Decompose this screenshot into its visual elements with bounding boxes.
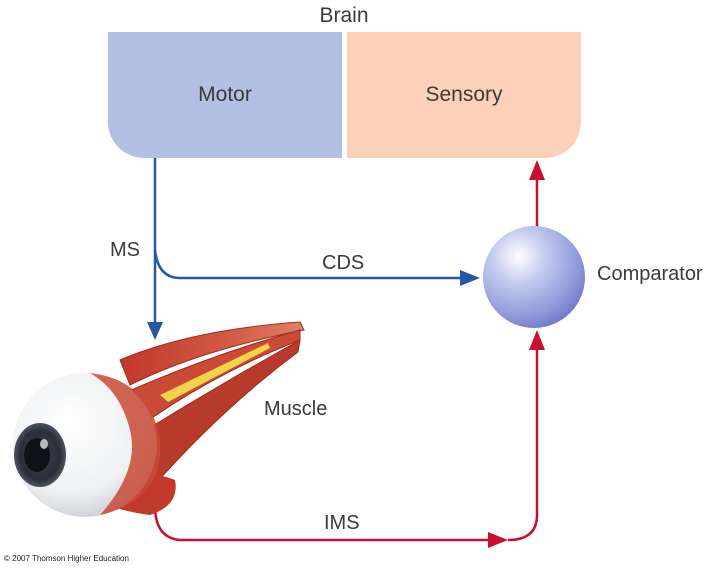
comparator-sphere (483, 226, 585, 328)
cds-arrowhead (460, 270, 480, 286)
eye-highlight (40, 439, 48, 449)
sensory-box: Sensory (347, 32, 581, 158)
comparator-label: Comparator (597, 263, 703, 285)
sensory-label: Sensory (425, 83, 503, 106)
copyright-text: © 2007 Thomson Higher Education (4, 554, 129, 563)
muscle-tendon (160, 343, 270, 402)
sensory-arrowhead (529, 160, 545, 180)
muscle-lower (129, 339, 301, 491)
cds-line (153, 249, 462, 280)
comparator-arrowhead (529, 330, 545, 350)
motor-label: Motor (198, 83, 252, 106)
muscle-label: Muscle (264, 398, 328, 420)
ims-arrowhead (488, 532, 508, 548)
muscle-upper (119, 321, 305, 386)
ims-line (153, 507, 490, 542)
ims-label: IMS (324, 512, 360, 534)
ms-arrowhead (147, 322, 163, 340)
motor-box: Motor (108, 32, 342, 158)
eyeball-muscle-wrap (90, 373, 161, 515)
cds-label: CDS (322, 252, 365, 274)
ims-up-line (507, 348, 539, 542)
brain-title: Brain (319, 4, 369, 27)
ms-label: MS (110, 239, 140, 261)
